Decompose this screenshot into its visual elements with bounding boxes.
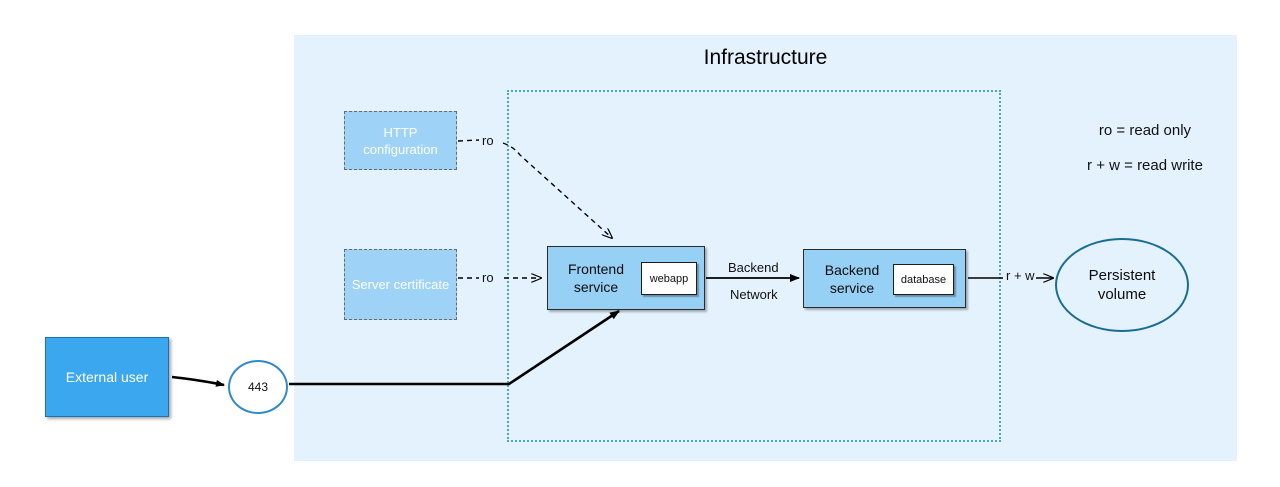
node-external-user[interactable]: External user <box>45 337 169 417</box>
node-backend-service[interactable]: Backend service <box>803 249 966 308</box>
legend: ro = read only r + w = read write <box>1020 122 1270 192</box>
legend-item-read-write: r + w = read write <box>1087 157 1203 174</box>
edge-label-network: Network <box>730 287 778 302</box>
node-webapp-container[interactable]: webapp <box>641 262 697 295</box>
node-persistent-volume[interactable]: Persistent volume <box>1055 238 1189 332</box>
frontend-service-label: Frontend service <box>567 261 625 295</box>
edge-label-ro-http-config: ro <box>482 133 494 148</box>
node-port-443[interactable]: 443 <box>228 360 288 414</box>
edge-user-to-port <box>171 375 225 387</box>
node-http-configuration[interactable]: HTTP configuration <box>344 111 457 170</box>
node-server-certificate[interactable]: Server certificate <box>344 249 457 320</box>
inner-network-boundary <box>507 90 1001 442</box>
legend-item-read-only: ro = read only <box>1098 122 1192 139</box>
edge-label-backend: Backend <box>728 260 779 275</box>
backend-service-label: Backend service <box>824 261 880 296</box>
edge-label-read-write: r + w <box>1006 268 1035 283</box>
edge-label-ro-server-certificate: ro <box>482 270 494 285</box>
node-database-container[interactable]: database <box>893 264 954 295</box>
infrastructure-title: Infrastructure <box>703 46 828 69</box>
